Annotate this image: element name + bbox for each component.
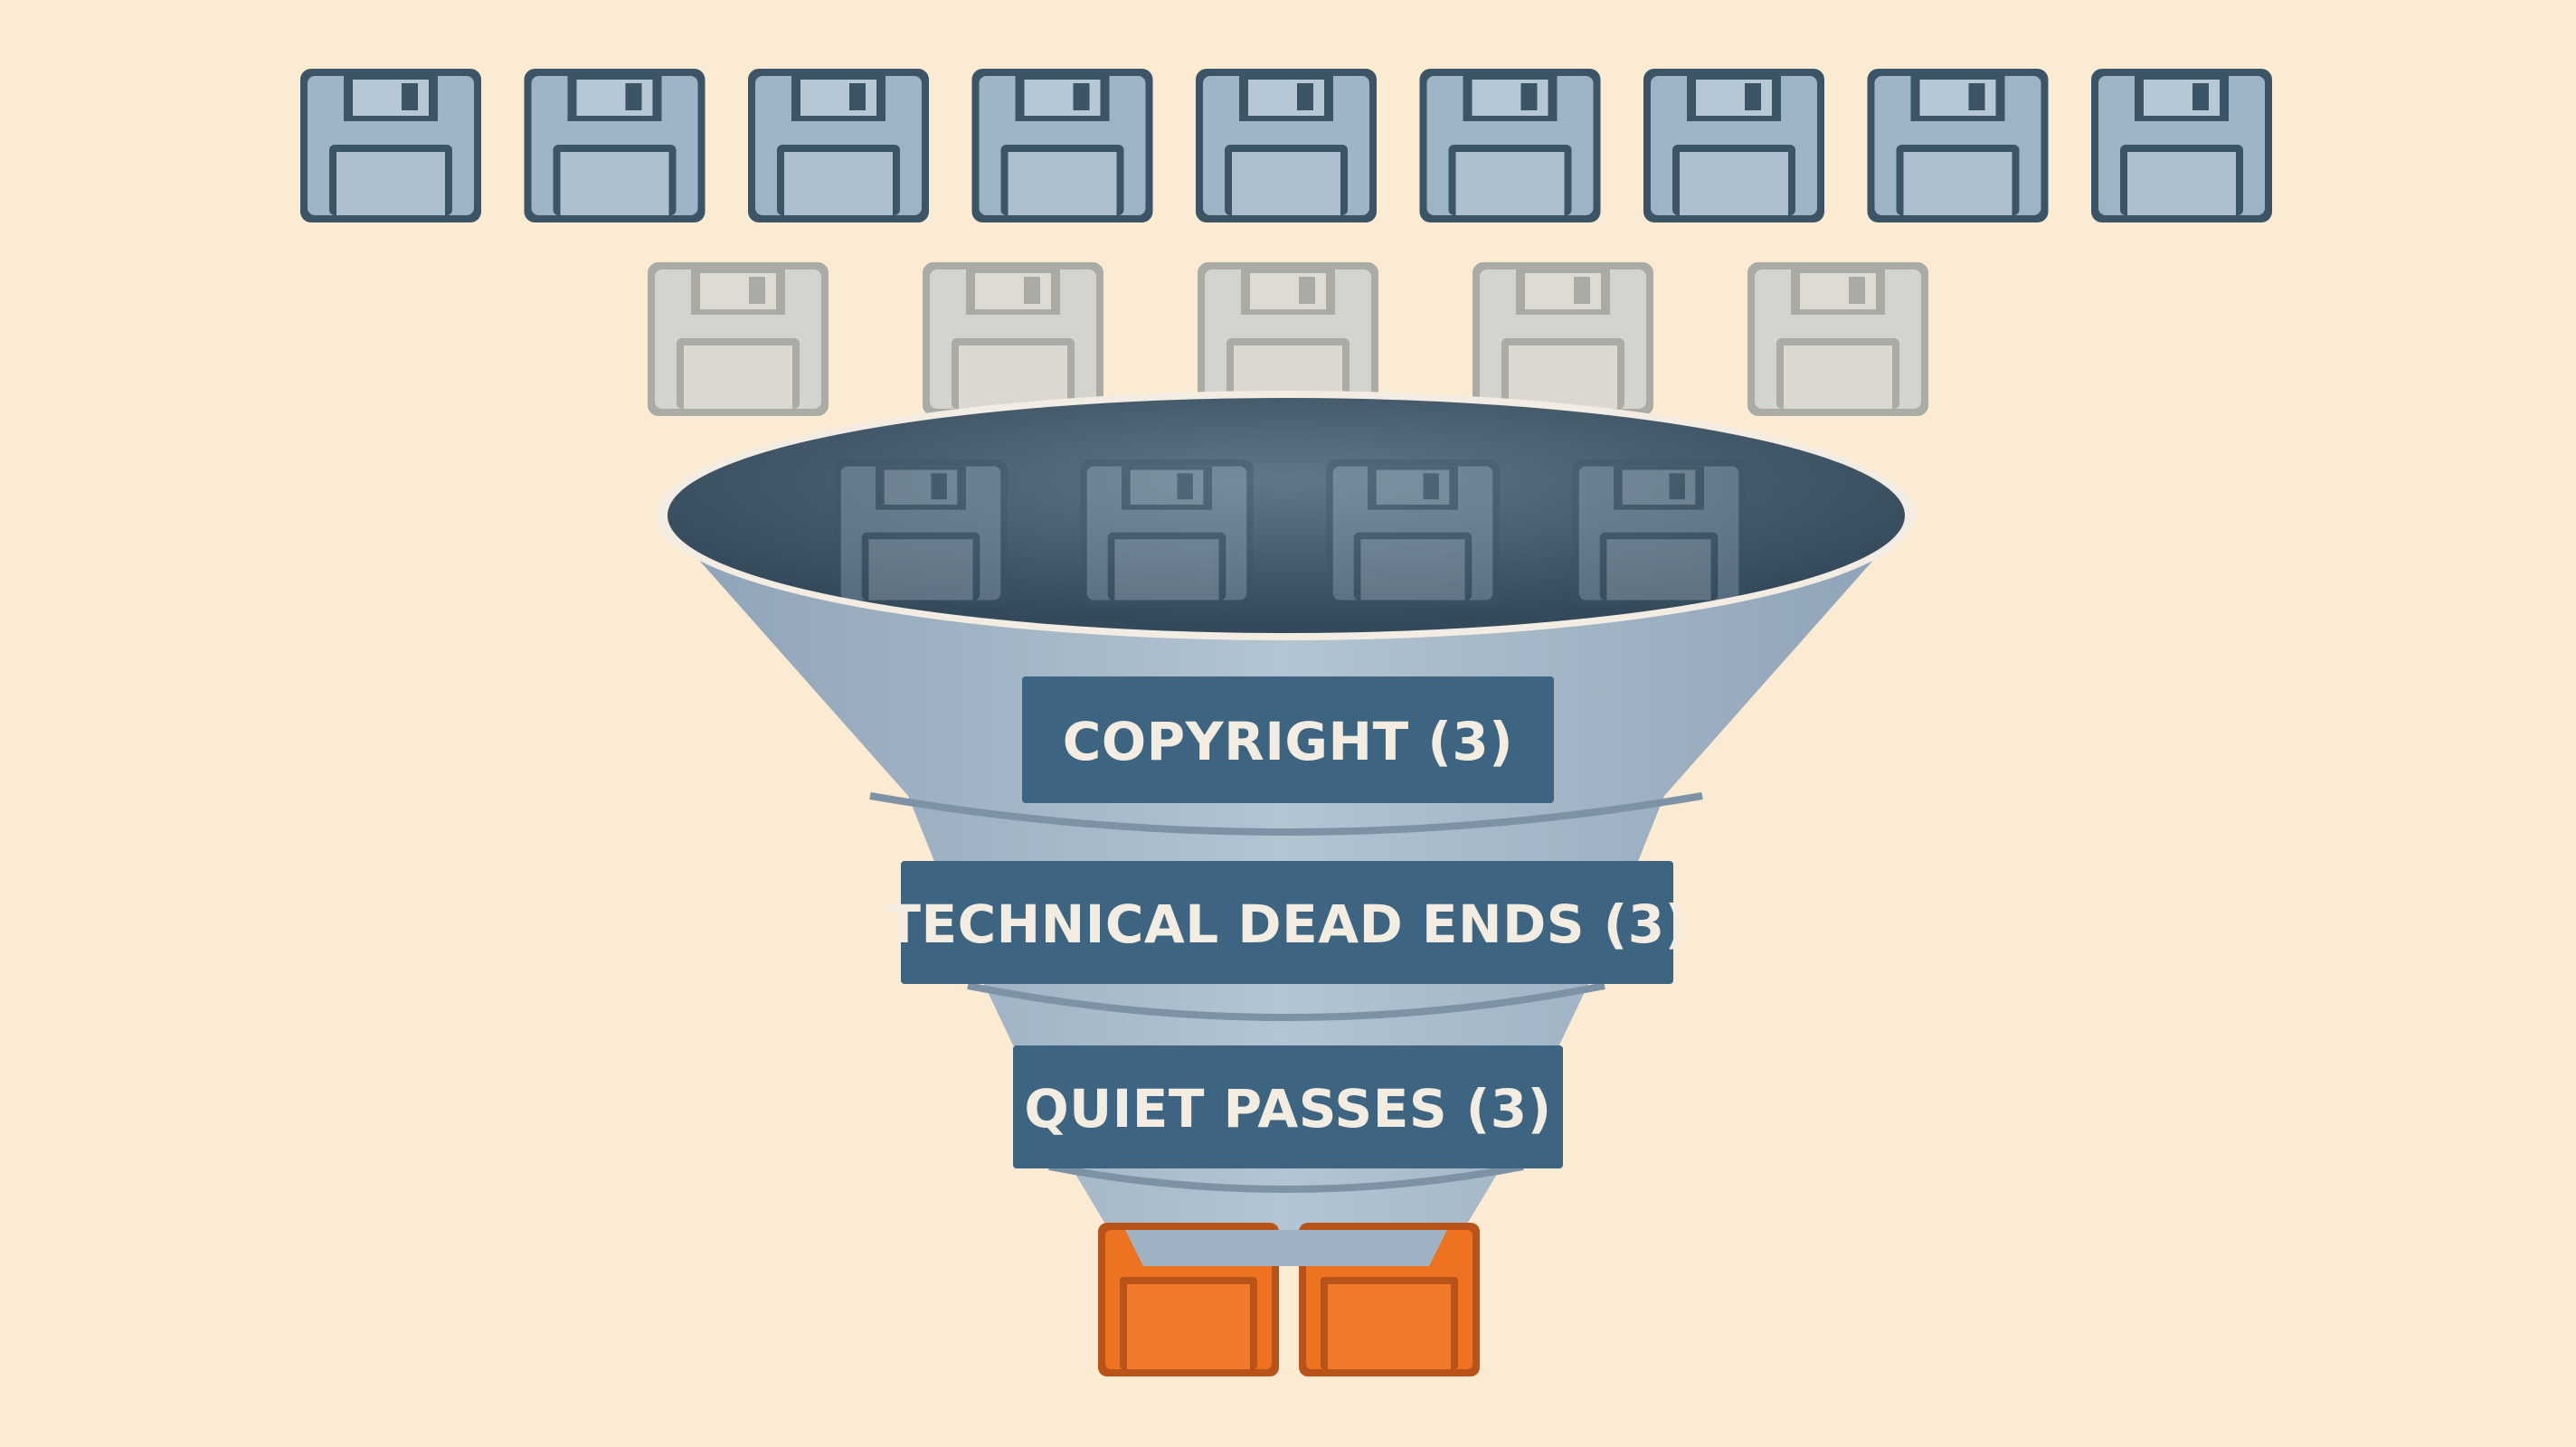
stage-label-box [1022,676,1554,803]
funnel-ring [967,982,1605,1021]
stage-label-copyright: COPYRIGHT (3) [1063,711,1513,772]
floppy-disk-icon [834,459,1008,608]
floppy-disk-icon [300,69,481,222]
floppy-disk-icon [923,262,1103,416]
floppy-disk-icon [2091,69,2272,222]
floppy-disk-icon [648,262,829,416]
floppy-disk-icon [1196,69,1377,222]
floppy-disk-icon [1080,459,1254,608]
stage-label-box [901,861,1673,984]
incoming-disks-row [300,69,2272,222]
stage-copyright: COPYRIGHT (3) [1022,676,1554,803]
floppy-disk-icon [748,69,929,222]
floppy-disk-icon [1326,459,1500,608]
floppy-disk-icon [971,69,1153,222]
funnel-ring [1048,1163,1524,1193]
floppy-disk-icon [524,69,706,222]
floppy-disk-icon [1747,262,1928,416]
funnel-ring [869,792,1703,836]
stage-quiet-passes: QUIET PASSES (3) [1013,1045,1563,1168]
floppy-disk-icon [1572,459,1746,608]
floppy-disk-icon [1419,69,1601,222]
floppy-disk-icon [1473,262,1653,416]
stage-technical-dead-ends: TECHNICAL DEAD ENDS (3) [885,861,1689,984]
stage-label-quiet-passes: QUIET PASSES (3) [1024,1078,1551,1140]
stage-label-technical-dead-ends: TECHNICAL DEAD ENDS (3) [885,894,1689,955]
funnel-spout [1125,1230,1447,1266]
floppy-disk-icon [1643,69,1824,222]
floppy-disk-icon [1867,69,2049,222]
stage-label-box [1013,1045,1563,1168]
